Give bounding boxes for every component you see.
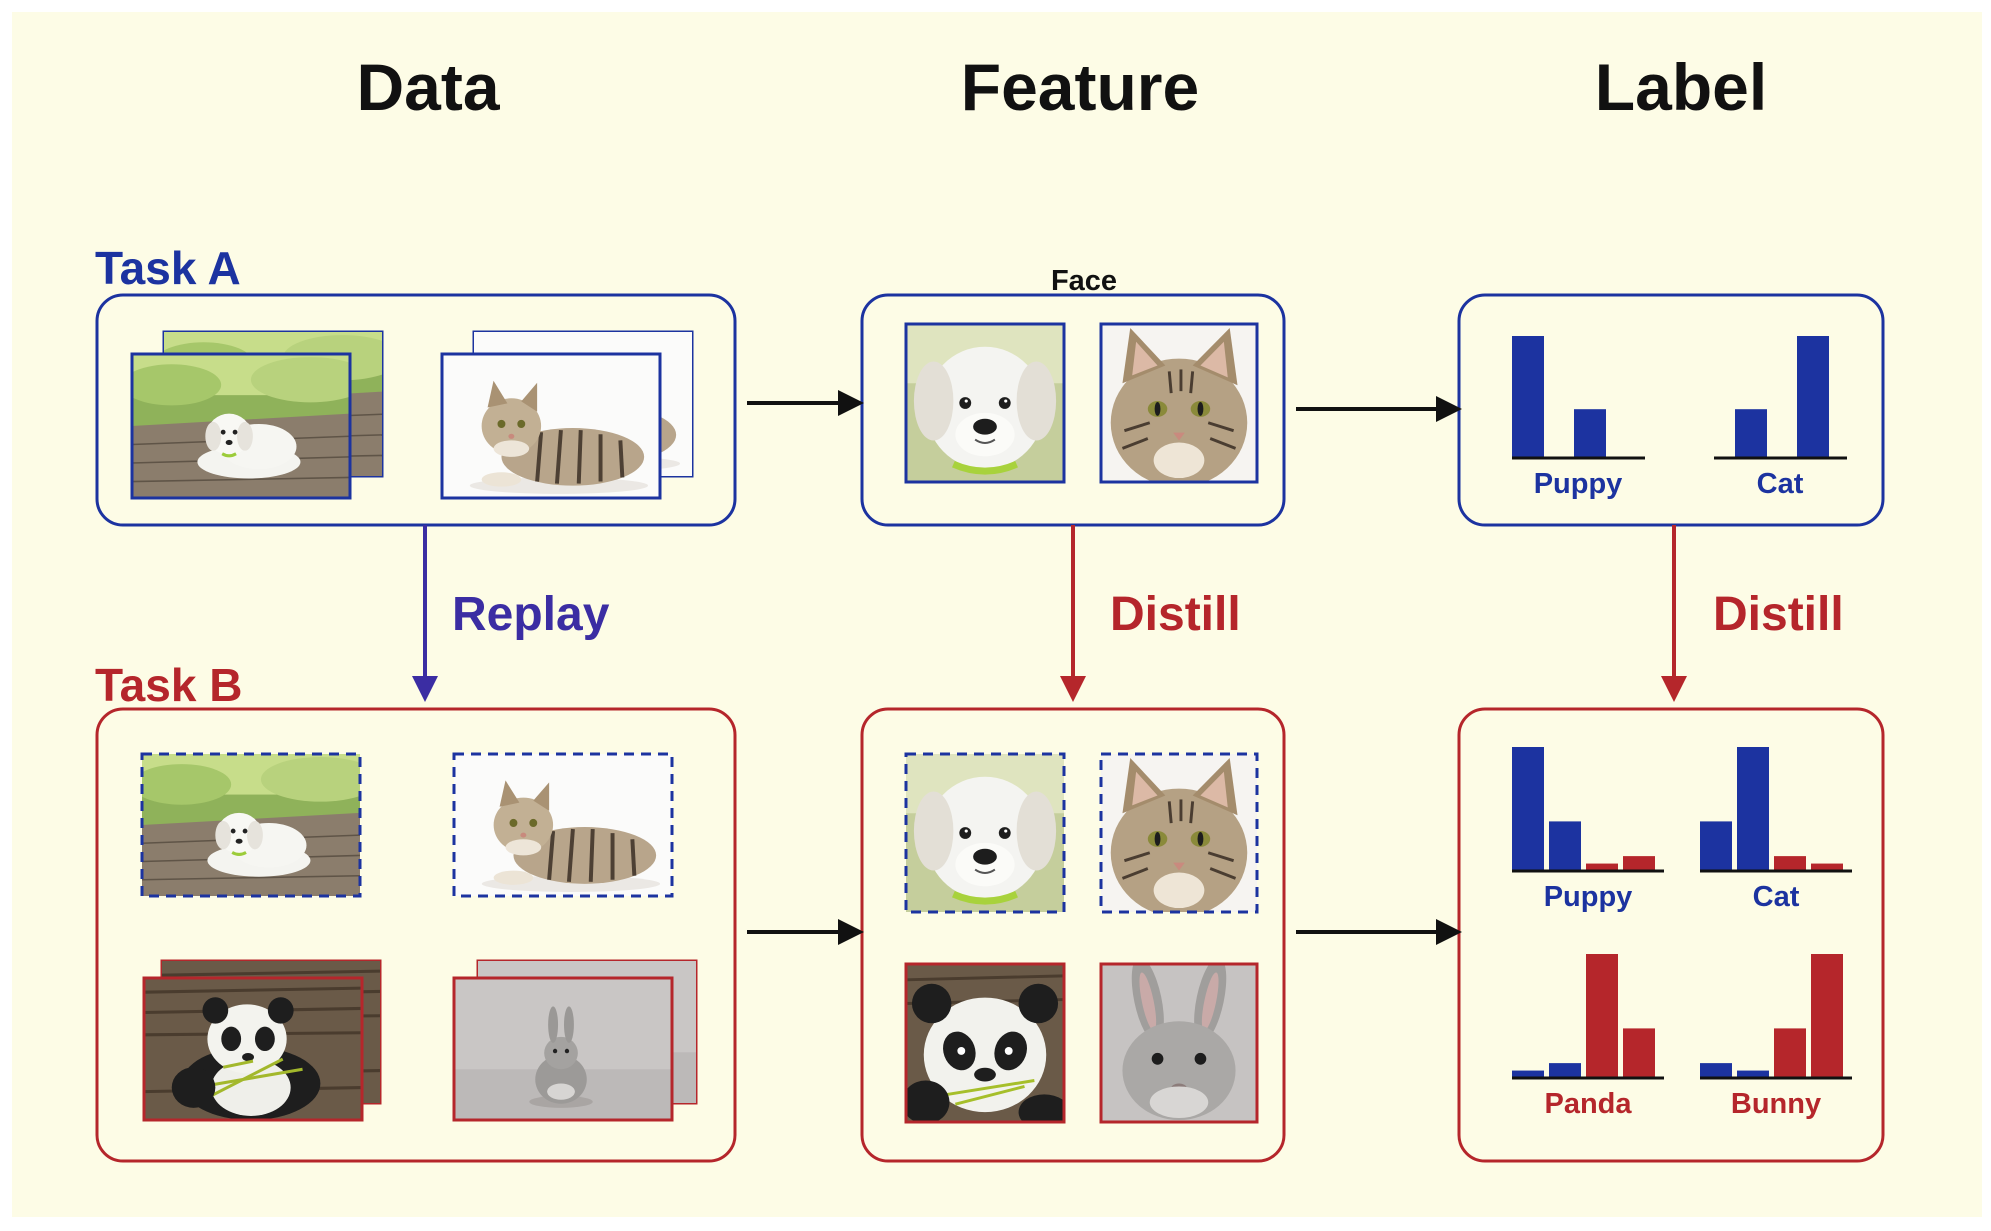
- bar-cat-task-b-4: [1811, 863, 1843, 871]
- cat-face-feature: [1101, 324, 1257, 482]
- task-b-feature-panel: [860, 707, 1286, 1163]
- bar-puppy-task-b-3: [1586, 863, 1618, 871]
- puppy-replay-photo: [142, 754, 360, 896]
- distill-label-label: Distill: [1713, 588, 1844, 641]
- bar-bunny-task-b-2: [1737, 1070, 1769, 1078]
- bar-cat-task-a-1: [1735, 409, 1767, 458]
- task-a-data-panel: [95, 293, 737, 527]
- bar-label-panda: Panda: [1544, 1088, 1632, 1120]
- bar-cat-task-b-3: [1774, 856, 1806, 871]
- task-a-label: Task A: [95, 242, 241, 294]
- bar-panda-task-b-2: [1549, 1063, 1581, 1078]
- diagram-svg: Data Feature Label Task A Task B Face: [95, 50, 1885, 1163]
- cat-face-distilled: [1101, 754, 1257, 912]
- bar-label-cat-b: Cat: [1753, 881, 1800, 913]
- bar-puppy-task-b-1: [1512, 747, 1544, 871]
- bar-label-puppy-a: Puppy: [1534, 468, 1623, 500]
- distill-feature-label: Distill: [1110, 588, 1241, 641]
- bar-cat-task-b-2: [1737, 747, 1769, 871]
- puppy-face-feature: [906, 324, 1064, 482]
- task-b-label: Task B: [95, 659, 242, 711]
- bar-bunny-task-b-3: [1774, 1028, 1806, 1078]
- bar-panda-task-b-1: [1512, 1070, 1544, 1078]
- arrow-data-to-feature-a: [747, 390, 864, 416]
- puppy-photo: [132, 354, 350, 498]
- bunny-face-feature: [1101, 964, 1257, 1122]
- bunny-photo: [454, 978, 672, 1120]
- bar-cat-task-a-2: [1797, 336, 1829, 458]
- bar-label-bunny: Bunny: [1731, 1088, 1821, 1120]
- bar-panda-task-b-4: [1623, 1028, 1655, 1078]
- feature-face-caption: Face: [1051, 265, 1117, 297]
- replay-label: Replay: [452, 588, 610, 641]
- arrow-feature-to-label-b: [1296, 919, 1462, 945]
- bar-puppy-task-a-2: [1574, 409, 1606, 458]
- arrow-distill-feature: [1060, 525, 1086, 702]
- task-b-panda-stack: [142, 959, 382, 1122]
- puppy-face-distilled: [906, 754, 1064, 912]
- task-a-puppy-stack: [130, 330, 384, 500]
- header-data: Data: [356, 50, 500, 124]
- bar-cat-task-b-1: [1700, 821, 1732, 871]
- task-b-data-panel: [95, 707, 737, 1163]
- arrow-replay: [412, 525, 438, 702]
- bar-puppy-task-a-1: [1512, 336, 1544, 458]
- diagram-canvas: Data Feature Label Task A Task B Face: [12, 12, 1982, 1217]
- task-b-bunny-stack: [452, 959, 698, 1122]
- bar-bunny-task-b-4: [1811, 954, 1843, 1078]
- task-a-cat-stack: [440, 330, 694, 500]
- bar-panda-task-b-3: [1586, 954, 1618, 1078]
- bar-label-cat-a: Cat: [1757, 468, 1804, 500]
- arrow-data-to-feature-b: [747, 919, 864, 945]
- header-label: Label: [1595, 50, 1767, 124]
- panda-face-feature: [906, 964, 1064, 1122]
- arrow-feature-to-label-a: [1296, 396, 1462, 422]
- bar-puppy-task-b-2: [1549, 821, 1581, 871]
- cat-replay-photo: [454, 754, 672, 896]
- label-bar-charts: Puppy Cat Puppy Cat Panda Bunny: [1512, 336, 1852, 1120]
- bar-bunny-task-b-1: [1700, 1063, 1732, 1078]
- task-b-label-panel: [1457, 707, 1885, 1163]
- bar-label-puppy-b: Puppy: [1544, 881, 1633, 913]
- bar-puppy-task-b-4: [1623, 856, 1655, 871]
- arrow-distill-label: [1661, 525, 1687, 702]
- cat-photo: [442, 354, 660, 498]
- panda-photo: [144, 978, 362, 1120]
- header-feature: Feature: [961, 50, 1199, 124]
